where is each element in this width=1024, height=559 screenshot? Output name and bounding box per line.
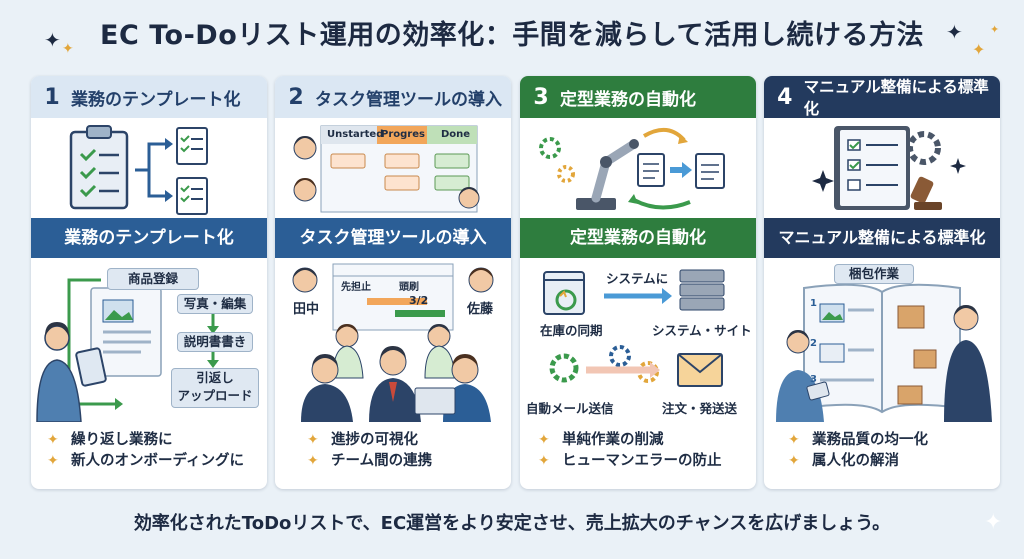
- packing-manual-illustration: 梱包作業 1 2 3: [764, 258, 1000, 422]
- label-system-to: システムに: [606, 271, 669, 286]
- sparkle-icon: ✦: [984, 510, 1003, 535]
- step-description: 説明書書き: [177, 332, 253, 352]
- automation-flow: [543, 269, 725, 387]
- clipboard-icon: [69, 125, 208, 215]
- page-title: EC To-Doリスト運用の効率化：手間を減らして活用し続ける方法: [100, 20, 924, 51]
- workflow-arrows: [36, 278, 219, 422]
- card-heading: マニュアル整備による標準化: [803, 78, 989, 118]
- star-icon: ✦: [307, 432, 319, 448]
- card-number: 2: [288, 84, 304, 110]
- bullet-item: ✦進捗の可視化: [307, 430, 511, 451]
- kanban-board: [293, 125, 480, 213]
- kanban-col-progress: Progres: [381, 129, 425, 140]
- star-icon: ✦: [788, 432, 800, 448]
- label-auto-mail: 自動メール送信: [526, 401, 614, 416]
- assignee-sato: 佐藤: [467, 302, 494, 317]
- card-number: 4: [777, 84, 793, 110]
- card-band: 定型業務の自動化: [520, 218, 756, 258]
- automation-flow-illustration: システムに 在庫の同期 システム・サイト 自動メール送信 注文・発送送: [520, 258, 756, 422]
- label-order-ship: 注文・発送送: [662, 401, 738, 416]
- card-heading: タスク管理ツールの導入: [315, 89, 502, 110]
- task-col-1: 先担止: [341, 282, 371, 293]
- star-icon: ✦: [538, 453, 550, 469]
- manual-step-3: 3: [810, 374, 817, 385]
- manual-step-1: 1: [810, 298, 817, 309]
- card-heading: 定型業務の自動化: [560, 89, 696, 110]
- card-number: 1: [44, 84, 60, 110]
- task-col-2: 頭刷: [399, 282, 419, 293]
- sparkle-icon: ✦: [62, 41, 74, 57]
- step-upload-line1: 引返し: [196, 370, 234, 385]
- task-date: 3/2: [409, 294, 429, 307]
- kanban-col-done: Done: [441, 129, 471, 140]
- card-bullets: ✦単純作業の削減 ✦ヒューマンエラーの防止: [520, 430, 756, 472]
- sparkle-icon: ✦: [972, 40, 986, 59]
- step-upload-line2: アップロード: [177, 388, 253, 403]
- card-band: 業務のテンプレート化: [31, 218, 267, 258]
- label-system-site: システム・サイト: [652, 323, 752, 338]
- sparkle-icon: ✦: [44, 28, 61, 52]
- card-automation: 3 定型業務の自動化 定型業務の自動化: [520, 76, 756, 489]
- star-icon: ✦: [788, 453, 800, 469]
- star-icon: ✦: [538, 432, 550, 448]
- step-photo-edit: 写真・編集: [177, 294, 253, 314]
- robot-arm-illustration: [520, 118, 756, 218]
- label-stock-sync: 在庫の同期: [540, 323, 603, 338]
- bullet-item: ✦業務品質の均一化: [788, 430, 1000, 451]
- manual-binder-icon: [812, 126, 966, 210]
- team-meeting: [292, 263, 494, 422]
- card-bullets: ✦繰り返し業務に ✦新人のオンボーディングに: [31, 430, 267, 472]
- card-header: 3 定型業務の自動化: [520, 76, 756, 118]
- card-bullets: ✦業務品質の均一化 ✦属人化の解消: [764, 430, 1000, 472]
- card-template: 1 業務のテンプレート化 業務のテンプレート化: [31, 76, 267, 489]
- step-upload: 引返し アップロード: [171, 368, 259, 408]
- template-illustration: [31, 118, 267, 218]
- bullet-item: ✦繰り返し業務に: [47, 430, 267, 451]
- manual-illustration: [764, 118, 1000, 218]
- footer-message: 効率化されたToDoリストで、EC運営をより安定させ、売上拡大のチャンスを広げま…: [133, 513, 891, 534]
- bullet-item: ✦ヒューマンエラーの防止: [538, 451, 756, 472]
- card-band: マニュアル整備による標準化: [764, 218, 1000, 258]
- bullet-item: ✦チーム間の連携: [307, 451, 511, 472]
- manual-header: 梱包作業: [834, 264, 914, 284]
- card-task-tool: 2 タスク管理ツールの導入 Unstarted Progres Done タスク…: [275, 76, 511, 489]
- bullet-item: ✦属人化の解消: [788, 451, 1000, 472]
- manual-step-2: 2: [810, 338, 817, 349]
- bullet-item: ✦単純作業の削減: [538, 430, 756, 451]
- star-icon: ✦: [47, 453, 59, 469]
- card-number: 3: [533, 84, 549, 110]
- assignee-tanaka: 田中: [293, 302, 320, 317]
- card-header: 4 マニュアル整備による標準化: [764, 76, 1000, 118]
- team-illustration: 先担止 頭刷 3/2 田中 佐藤: [275, 258, 511, 422]
- kanban-illustration: Unstarted Progres Done: [275, 118, 511, 218]
- card-bullets: ✦進捗の可視化 ✦チーム間の連携: [275, 430, 511, 472]
- card-header: 1 業務のテンプレート化: [31, 76, 267, 118]
- card-band: タスク管理ツールの導入: [275, 218, 511, 258]
- kanban-col-unstarted: Unstarted: [327, 129, 384, 140]
- packing-manual: [776, 283, 992, 422]
- template-workflow-illustration: 商品登録 写真・編集 説明書書き 引返し アップロード: [31, 258, 267, 422]
- robot-arm-icon: [539, 128, 725, 210]
- card-heading: 業務のテンプレート化: [71, 89, 241, 110]
- card-header: 2 タスク管理ツールの導入: [275, 76, 511, 118]
- card-manual: 4 マニュアル整備による標準化 マニュアル整備による標準化: [764, 76, 1000, 489]
- bullet-item: ✦新人のオンボーディングに: [47, 451, 267, 472]
- sparkle-icon: ✦: [946, 20, 963, 44]
- sparkle-icon: ✦: [990, 23, 1000, 36]
- star-icon: ✦: [47, 432, 59, 448]
- star-icon: ✦: [307, 453, 319, 469]
- template-header: 商品登録: [107, 268, 199, 290]
